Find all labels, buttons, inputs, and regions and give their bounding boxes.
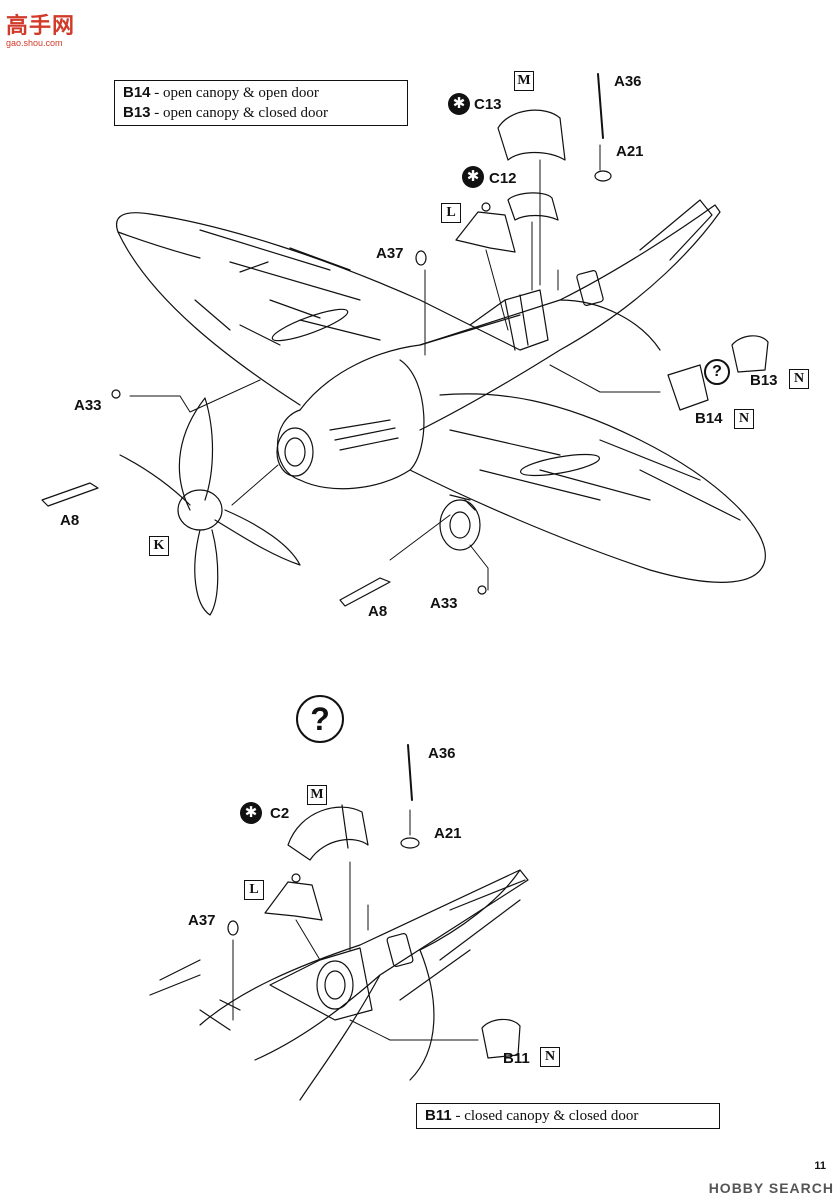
label-a8-bottom: A8 [368,603,388,620]
clear-part-icon: ✱ [448,93,470,115]
door-b14 [667,364,709,411]
page-number: 11 [814,1160,826,1172]
label-c13: C13 [474,96,502,113]
watermark-site: gao.shou.com [6,38,63,48]
question-mark-large: ? [296,695,344,743]
canopy-c12 [507,192,559,221]
label-a36-top: A36 [614,73,642,90]
clear-part-icon: ✱ [462,166,484,188]
legend-top: B14 - open canopy & open door B13 - open… [114,80,408,126]
set-m-bottom: M [307,785,327,805]
label-a33-left: A33 [74,397,102,414]
label-b13: B13 [750,372,778,389]
set-l-top: L [441,203,461,223]
canopy-c2 [287,806,369,861]
cannon-a8-bottom [339,577,391,607]
legend-text-b14: - open canopy & open door [154,85,319,101]
set-k: K [149,536,169,556]
label-a8-left: A8 [60,512,80,529]
left-wing-edge [117,231,201,259]
set-l-bottom: L [244,880,264,900]
canopy-c13 [497,109,566,161]
label-c2: C2 [270,805,290,822]
engine-cowling [277,359,425,490]
set-n-b13: N [789,369,809,389]
site-watermark-logo: 高手网 gao.shou.com [6,8,75,48]
cannon-a8-left [41,482,99,507]
fuselage [299,204,721,431]
clear-part-icon: ✱ [240,802,262,824]
propeller [178,397,214,511]
label-a37-bottom: A37 [188,912,216,929]
legend-code-b13: B13 [123,104,151,121]
legend-code-b11: B11 [425,1107,452,1124]
legend-bottom: B11 - closed canopy & closed door [416,1103,720,1129]
optional-mark: ? [704,359,730,385]
set-n-bottom: N [540,1047,560,1067]
windscreen-l [455,211,516,253]
label-c12: C12 [489,170,517,187]
leader-lines [129,144,661,591]
set-n-b14: N [734,409,754,429]
legend-row-b14: B14 - open canopy & open door [123,83,399,103]
label-a37-top: A37 [376,245,404,262]
antenna-a36 [597,73,604,139]
label-a36-bottom: A36 [428,745,456,762]
label-a33-bottom: A33 [430,595,458,612]
set-m-top: M [514,71,534,91]
label-a21-bottom: A21 [434,825,462,842]
door-b11 [481,1018,521,1059]
label-b11: B11 [503,1050,530,1067]
label-b14: B14 [695,410,723,427]
windscreen-l-bottom [264,881,323,921]
legend-text-b11: - closed canopy & closed door [455,1108,639,1124]
legend-code-b14: B14 [123,84,151,101]
leader-lines-bottom [232,809,479,1041]
antenna-a36-bottom [407,744,413,801]
legend-text-b13: - open canopy & closed door [154,105,328,121]
door-b13 [731,335,769,373]
hobby-search-watermark: HOBBY SEARCH [708,1180,834,1196]
legend-row-b13: B13 - open canopy & closed door [123,103,399,123]
watermark-chars: 高手网 [6,13,76,38]
label-a21-top: A21 [616,143,644,160]
right-wing [409,393,766,583]
left-wing [116,212,471,406]
